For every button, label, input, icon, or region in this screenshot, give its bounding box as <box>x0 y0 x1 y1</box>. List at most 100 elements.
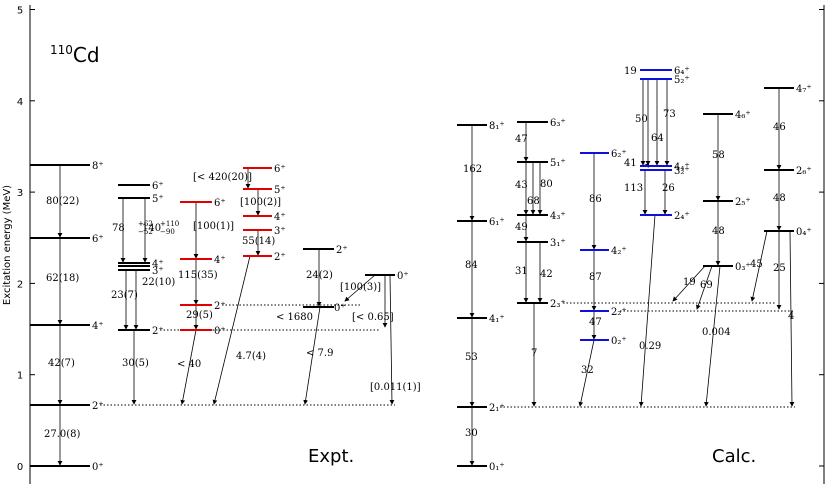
level-label: 6⁺ <box>274 164 286 175</box>
transition-arrow <box>212 255 251 405</box>
transition-label: 62(18) <box>46 273 79 284</box>
uncertainty-label: −90 <box>160 228 175 236</box>
y-tick-label: 0 <box>17 462 23 473</box>
transition-label: 87 <box>589 272 602 283</box>
level-label: 8⁺ <box>92 161 104 172</box>
level-label: 4₁⁺ <box>489 314 505 325</box>
transition-label: [0.011(1)] <box>370 382 421 393</box>
uncertainty-label: −52 <box>138 228 153 236</box>
transition-arrow <box>389 274 395 405</box>
level-label: 0₁⁺ <box>489 462 505 473</box>
transition-arrow <box>704 265 721 407</box>
transition-label: 42 <box>540 269 553 280</box>
transition-label: 80 <box>540 179 553 190</box>
transition-label: 162 <box>463 164 482 175</box>
level-label: 2₂⁺ <box>611 307 627 318</box>
level-label: 4⁺ <box>274 212 286 223</box>
level-label: 4₆⁺ <box>735 110 751 121</box>
transition-label: 73 <box>663 109 676 120</box>
y-tick-label: 4 <box>17 97 23 108</box>
transition-label: < 7.9 <box>306 348 333 359</box>
y-tick-label: 2 <box>17 279 23 290</box>
level-label: 2⁺ <box>92 401 104 412</box>
level-label: 5₁⁺ <box>550 158 566 169</box>
transition-arrow <box>638 214 656 407</box>
transition-label: 26 <box>662 183 675 194</box>
transition-label: 30(5) <box>122 358 149 369</box>
level-label: 2⁺ <box>336 245 348 256</box>
level-label: 3⁺ <box>274 226 286 237</box>
level-label: 2₅⁺ <box>735 197 751 208</box>
level-label: 0⁺ <box>92 462 104 473</box>
level-label: 5⁺ <box>274 185 286 196</box>
transition-label: [< 420(20)] <box>193 172 252 183</box>
transition-label: 48 <box>773 193 786 204</box>
transition-label: 41 <box>624 158 637 169</box>
level-label: 4⁺ <box>152 259 164 270</box>
level-label: 4⁺ <box>92 321 104 332</box>
transition-label: 50 <box>635 114 648 125</box>
nucleus-symbol: Cd <box>73 43 100 67</box>
level-label: 3₁⁺ <box>550 238 566 249</box>
transition-label: 25 <box>773 263 786 274</box>
transition-label: 140 <box>142 223 161 234</box>
transition-arrow <box>578 339 595 407</box>
transition-label: 4 <box>788 311 794 322</box>
level-label: 4₄⁺ <box>674 162 690 173</box>
transition-label: 27.0(8) <box>44 429 81 440</box>
transition-label: 19 <box>683 277 696 288</box>
level-label: 4₂⁺ <box>611 246 627 257</box>
y-tick-label: 5 <box>17 6 23 17</box>
transition-label: 46 <box>773 122 786 133</box>
transition-arrow <box>750 230 768 302</box>
transition-label: 23(7) <box>111 290 138 301</box>
transition-label: 49 <box>515 222 528 233</box>
transition-label: 31 <box>515 266 528 277</box>
transition-label: 84 <box>465 260 478 271</box>
uncertainty-label: +110 <box>160 220 179 228</box>
transition-label: 43 <box>515 180 528 191</box>
transition-label: < 40 <box>177 359 201 370</box>
uncertainty-label: +62 <box>138 220 153 228</box>
y-tick-label: 3 <box>17 188 23 199</box>
transition-label: 4.7(4) <box>236 351 266 362</box>
level-label: 6₁⁺ <box>489 217 505 228</box>
transition-label: 32 <box>581 365 594 376</box>
level-label: 3⁺ <box>152 266 164 277</box>
level-label: 2₆⁺ <box>796 166 812 177</box>
level-label: 6⁺ <box>92 234 104 245</box>
level-label: 0₂⁺ <box>611 336 627 347</box>
transition-label: 113 <box>624 183 643 194</box>
transition-label: 86 <box>589 194 602 205</box>
level-label: 6₂⁺ <box>611 149 627 160</box>
uncertainty-superscripts: +62−52 +110−90 <box>138 220 179 236</box>
level-label: 0₃⁺ <box>735 262 751 273</box>
level-label: 6₃⁺ <box>550 118 566 129</box>
transition-label: [100(1)] <box>193 221 234 232</box>
transition-arrow <box>789 230 795 407</box>
level-label: 4⁺ <box>214 255 226 266</box>
transition-label: [< 0.65] <box>352 312 394 323</box>
transition-label: 19 <box>624 66 637 77</box>
transition-label: 64 <box>651 133 664 144</box>
level-label: 2⁺ <box>274 252 286 263</box>
transition-label: 58 <box>712 150 725 161</box>
transition-label: 47 <box>515 134 528 145</box>
transition-label: 78 <box>112 223 125 234</box>
transition-arrow <box>672 265 706 302</box>
level-label: 0₄⁺ <box>796 227 812 238</box>
transition-label: 115(35) <box>178 270 218 281</box>
level-label: 2⁺ <box>152 326 164 337</box>
transition-label: 55(14) <box>242 236 275 247</box>
level-label: 2₃⁺ <box>550 299 566 310</box>
level-label: 6⁺ <box>214 198 226 209</box>
transition-label: 24(2) <box>306 270 333 281</box>
transition-label: 53 <box>465 352 478 363</box>
level-label: 6⁺ <box>152 181 164 192</box>
transition-label: 45 <box>750 259 763 270</box>
level-label: 0⁺ <box>334 303 346 314</box>
